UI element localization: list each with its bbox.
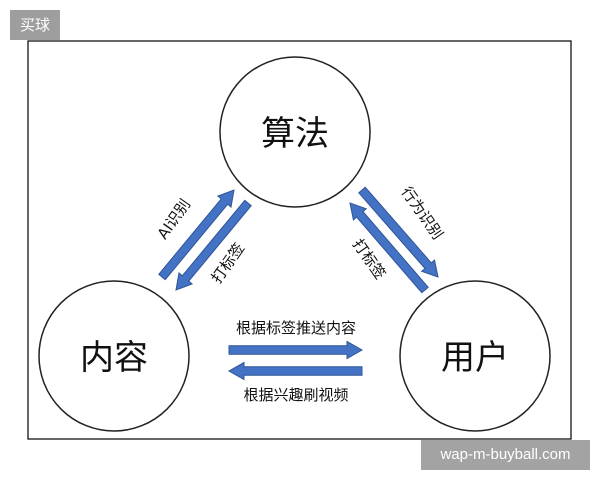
node-algorithm	[219, 56, 371, 208]
node-algorithm-label: 算法	[261, 114, 329, 154]
arrow-algorithm-to-content	[175, 199, 252, 291]
edge-label-ai-recognition: AI识别	[154, 196, 194, 243]
node-user	[399, 280, 551, 432]
edge-label-videos-by-interest: 根据兴趣刷视频	[243, 386, 348, 404]
diagram-frame	[27, 40, 572, 440]
corner-tag: 买球	[10, 10, 60, 40]
node-content	[38, 280, 190, 432]
node-user-label: 用户	[441, 338, 509, 378]
arrow-user-to-algorithm	[349, 202, 429, 294]
arrow-content-to-algorithm	[158, 189, 235, 281]
arrow-user-to-content-interest	[227, 361, 363, 381]
node-content-label: 内容	[80, 338, 148, 378]
watermark: wap-m-buyball.com	[421, 440, 590, 470]
edge-label-push-by-tags: 根据标签推送内容	[236, 319, 356, 337]
arrow-algorithm-to-user-push	[228, 340, 364, 360]
arrow-algorithm-to-user	[358, 186, 439, 278]
